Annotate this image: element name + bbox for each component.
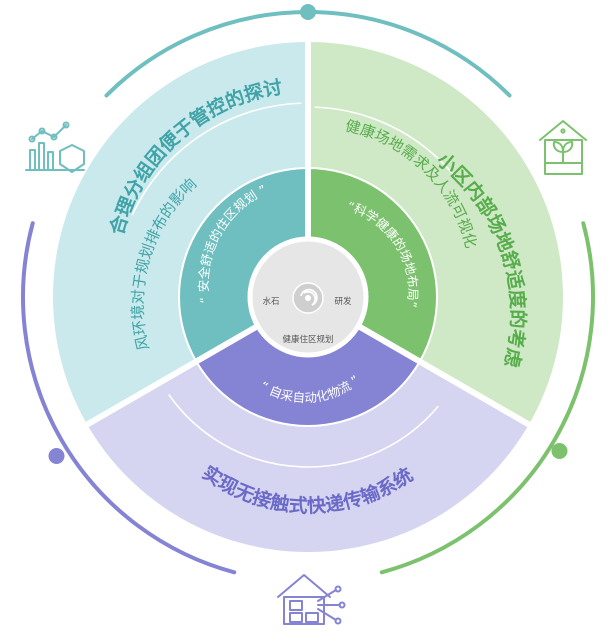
outer-segment-left [52,42,309,425]
outer-segment-bottom [87,362,529,553]
center-logo-icon [292,282,324,314]
inner-segment-right [308,169,436,361]
arc-marker-teal [300,4,316,20]
outer-arc-purple [21,221,237,575]
center-label-bottom: 健康住区规划 [282,334,333,345]
inner-segment-left [180,169,308,361]
center-label-right: 研发 [334,296,352,307]
arc-marker-purple [48,448,65,464]
outer-left-separator-arc [131,102,302,216]
smart-home-network-icon [277,574,346,625]
growth-chart-shield-icon [25,121,85,173]
house-plant-icon [539,120,587,175]
outer-right-separator-arc [314,106,455,176]
inner-segment-bottom [197,326,419,425]
arc-marker-green [551,443,568,459]
outer-segment-right [308,42,564,425]
center-label-left: 水石 [262,296,279,307]
outer-bottom-separator-arc [168,394,439,468]
outer-arc-green [379,221,595,575]
